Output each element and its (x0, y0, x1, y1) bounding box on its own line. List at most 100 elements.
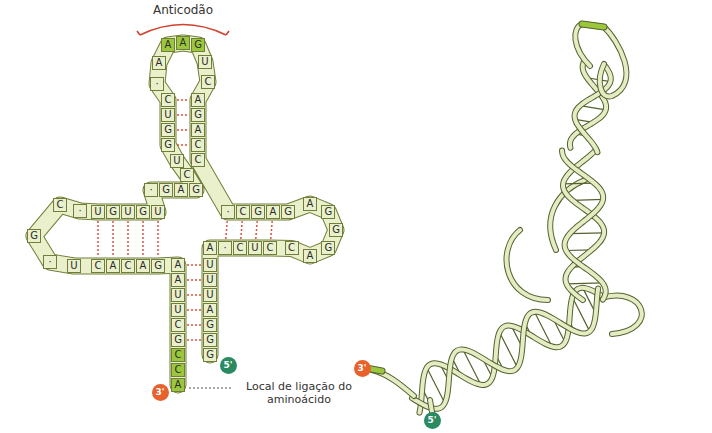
nucleotide-box: U (203, 288, 217, 302)
end-label: 5' (223, 361, 232, 370)
end-label: 3' (155, 388, 164, 397)
nucleotide-box: C (161, 93, 175, 107)
nucleotide-box: G (203, 348, 217, 362)
trna-3d-ribbon (366, 24, 642, 413)
ribbon-edge (562, 151, 606, 300)
base-letter: U (251, 243, 258, 253)
base-letter: A (175, 380, 182, 390)
nucleotide-box: A (266, 205, 280, 219)
ribbon-strand (372, 370, 414, 396)
base-letter: U (154, 207, 161, 217)
nucleotide-box: A (106, 259, 120, 273)
base-letter: C (288, 243, 295, 253)
nucleotide-box: · (218, 241, 232, 255)
base-letter: · (78, 206, 81, 216)
nucleotide-box: · (43, 255, 57, 269)
nucleotide-box: A (191, 93, 205, 107)
base-letter: G (194, 40, 202, 50)
backbone-band (34, 43, 336, 385)
base-letter: G (162, 185, 170, 195)
base-pair-dash (187, 279, 201, 281)
nucleotide-box: U (203, 273, 217, 287)
base-letter: · (48, 257, 51, 267)
nucleotide-box: A (303, 197, 317, 211)
base-pair-dash (256, 221, 258, 239)
ribbon-strand (602, 296, 642, 334)
base-letter: A (110, 261, 117, 271)
base-letter: A (175, 275, 182, 285)
nucleotide-box: G (171, 333, 185, 347)
nucleotide-box: C (53, 198, 67, 212)
base-letter: U (174, 305, 181, 315)
base-letter: C (195, 140, 202, 150)
nucleotide-box: C (180, 168, 194, 182)
base-pair-dash (157, 221, 159, 257)
nucleotide-box: A (191, 123, 205, 137)
base-letter: C (267, 243, 274, 253)
base-letter: G (109, 207, 117, 217)
nucleotide-box: G (161, 123, 175, 137)
base-pair-dash (241, 221, 243, 239)
nucleotide-box: U (161, 108, 175, 122)
nucleotide-box: A (171, 258, 185, 272)
nucleotide-box: G (159, 183, 173, 197)
base-letter: A (140, 261, 147, 271)
bracket-tick (137, 31, 229, 35)
nucleotide-box: C (201, 75, 215, 89)
nucleotide-box: U (171, 303, 185, 317)
base-letter: U (124, 207, 131, 217)
ribbon-edge (430, 400, 432, 412)
ribbon-edge (372, 370, 414, 396)
base-pair-dash (187, 264, 201, 266)
base-letter: U (164, 110, 171, 120)
base-letter: U (174, 290, 181, 300)
nucleotide-box: U (170, 154, 184, 168)
base-letter: A (207, 305, 214, 315)
base-letter: G (192, 185, 200, 195)
base-letter: C (205, 77, 212, 87)
nucleotide-box: C (171, 318, 185, 332)
backbone-outline (34, 43, 336, 385)
base-letter: C (175, 365, 182, 375)
base-pair-dash (226, 221, 228, 239)
base-letter: C (95, 261, 102, 271)
ribbon-edge (575, 66, 611, 152)
end-marker: 5' (424, 412, 441, 429)
base-letter: A (307, 251, 314, 261)
base-letter: A (195, 95, 202, 105)
base-letter: C (165, 95, 172, 105)
nucleotide-box: G (203, 333, 217, 347)
nucleotide-box: G (251, 205, 265, 219)
base-letter: C (195, 155, 202, 165)
highlighted-nucleotide: A (171, 378, 185, 392)
base-letter: C (240, 207, 247, 217)
base-letter: G (139, 207, 147, 217)
nucleotide-box: C (91, 259, 105, 273)
base-letter: G (284, 207, 292, 217)
base-letter: A (307, 199, 314, 209)
base-letter: G (332, 225, 340, 235)
base-letter: C (175, 350, 182, 360)
base-letter: G (254, 207, 262, 217)
base-letter: U (70, 261, 77, 271)
nucleotide-box: U (248, 241, 262, 255)
base-letter: G (30, 231, 38, 241)
nucleotide-box: A (203, 241, 217, 255)
base-letter: C (57, 200, 64, 210)
ribbon-strand (562, 151, 606, 300)
base-letter: · (223, 243, 226, 253)
highlighted-nucleotide: C (171, 348, 185, 362)
highlighted-nucleotide: G (191, 38, 205, 52)
ribbon-edge (412, 288, 598, 408)
end-label: 5' (427, 416, 436, 425)
base-letter: U (206, 290, 213, 300)
nucleotide-box: G (161, 138, 175, 152)
nucleotide-box: U (91, 205, 105, 219)
base-letter: · (149, 185, 152, 195)
base-pair-dash (142, 221, 144, 257)
base-letter: A (270, 207, 277, 217)
nucleotide-box: U (203, 258, 217, 272)
base-letter: G (325, 207, 333, 217)
nucleotide-box: G (321, 205, 335, 219)
